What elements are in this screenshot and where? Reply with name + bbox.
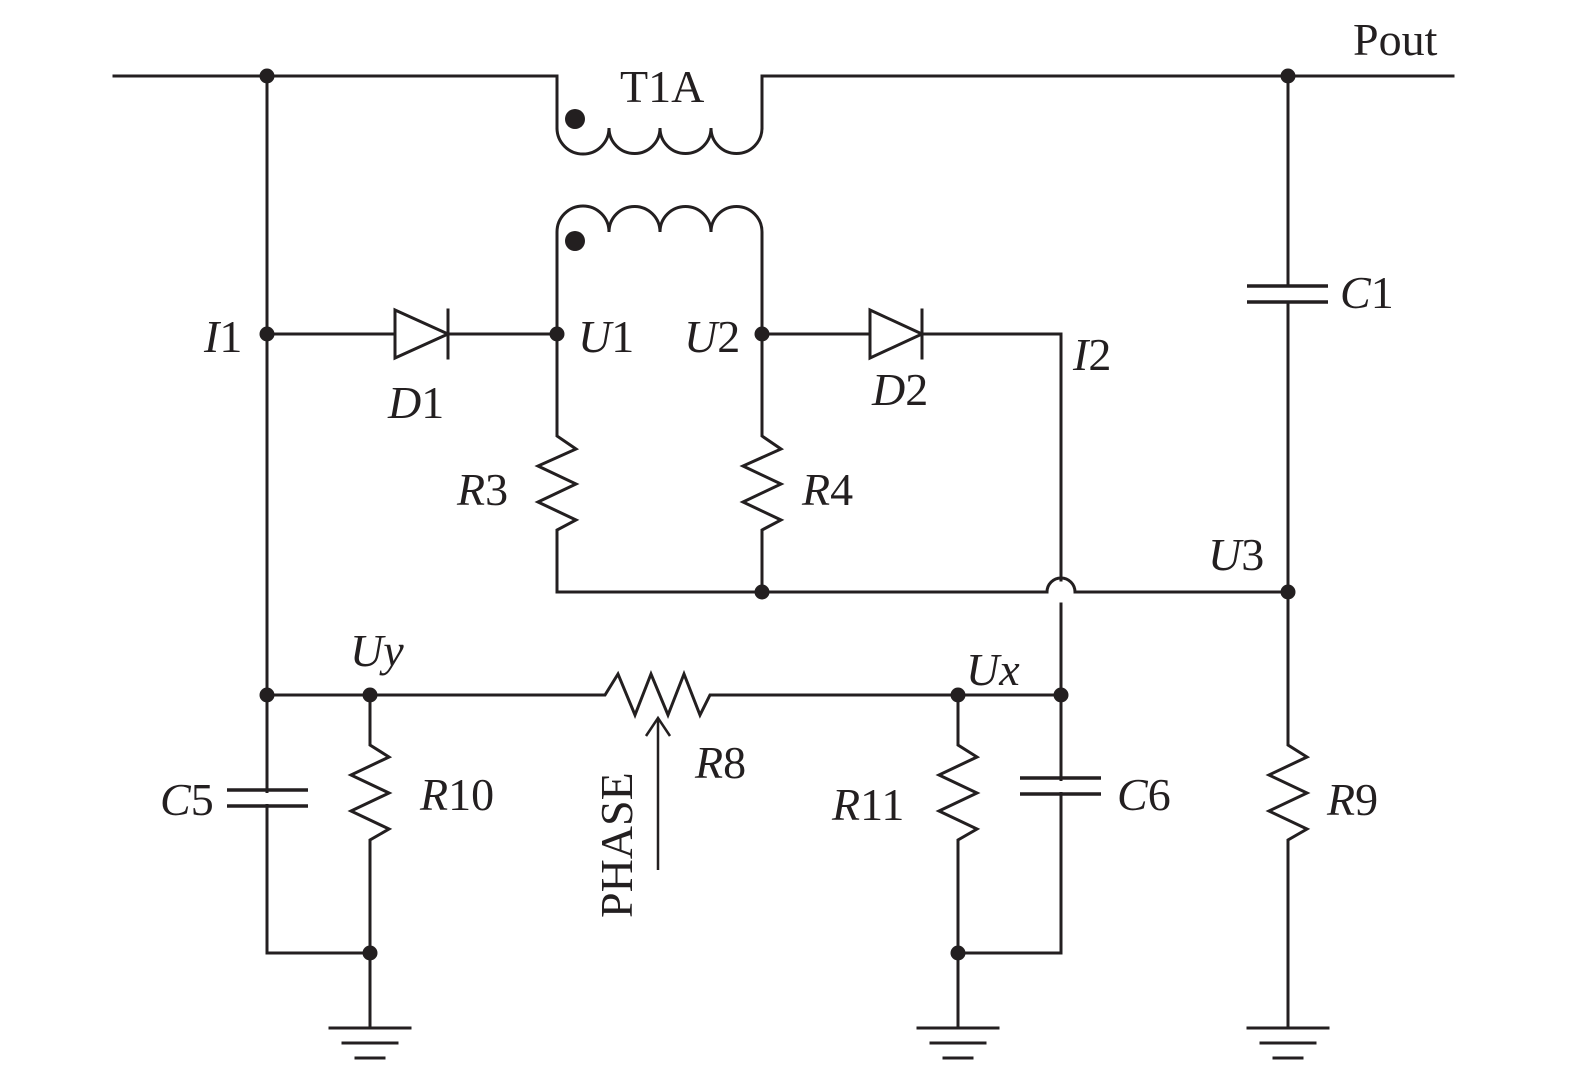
label-r11: R11 xyxy=(831,779,904,830)
label-r3: R3 xyxy=(456,464,508,515)
resistor-r4 xyxy=(739,332,785,594)
resistor-r9 xyxy=(1265,590,1311,1030)
potentiometer-r8 xyxy=(265,669,1063,870)
junction-dot xyxy=(549,326,565,342)
junction-dot xyxy=(1053,687,1069,703)
resistor-r11 xyxy=(935,693,981,1030)
junction-dot xyxy=(362,945,378,961)
left-vertical-wire xyxy=(265,74,372,955)
label-uy: Uy xyxy=(350,625,404,676)
label-i1: I1 xyxy=(203,311,242,362)
transformer-secondary-winding xyxy=(555,204,764,336)
label-pout: Pout xyxy=(1353,14,1438,65)
junction-dot xyxy=(259,326,275,342)
label-r4: R4 xyxy=(801,464,853,515)
ground-symbol-left xyxy=(328,1026,412,1060)
label-u3: U3 xyxy=(1208,529,1264,580)
label-u1: U1 xyxy=(578,311,634,362)
label-phase: PHASE xyxy=(591,772,642,918)
junction-dot xyxy=(259,68,275,84)
ground-symbol-middle xyxy=(916,1026,1000,1060)
label-c5: C5 xyxy=(160,774,214,825)
label-i2: I2 xyxy=(1072,329,1111,380)
label-d1: D1 xyxy=(387,377,444,428)
junction-dot xyxy=(754,584,770,600)
label-d2: D2 xyxy=(871,364,928,415)
diode-d1 xyxy=(265,307,559,361)
primary-polarity-dot xyxy=(565,109,585,129)
label-ux: Ux xyxy=(966,644,1020,695)
label-u2: U2 xyxy=(684,311,740,362)
u3-wire xyxy=(555,576,1290,594)
junction-dot xyxy=(1280,68,1296,84)
label-r9: R9 xyxy=(1326,774,1378,825)
capacitor-c1 xyxy=(1247,74,1328,594)
junction-dot xyxy=(1280,584,1296,600)
ground-symbol-right xyxy=(1246,1026,1330,1060)
capacitor-c6 xyxy=(1020,776,1101,796)
label-c1: C1 xyxy=(1340,267,1394,318)
label-t1a: T1A xyxy=(620,61,704,112)
junction-dot xyxy=(950,945,966,961)
resistor-r3 xyxy=(534,332,580,594)
junction-dot xyxy=(362,687,378,703)
junction-dot xyxy=(259,687,275,703)
junction-dots xyxy=(259,68,1296,961)
label-r10: R10 xyxy=(419,769,494,820)
junction-dot xyxy=(754,326,770,342)
capacitor-c5 xyxy=(227,788,308,808)
label-c6: C6 xyxy=(1117,769,1171,820)
secondary-polarity-dot xyxy=(565,231,585,251)
top-rail xyxy=(112,74,1455,130)
label-r8: R8 xyxy=(694,737,746,788)
diode-d2 xyxy=(760,307,1063,955)
resistor-r10 xyxy=(347,693,393,1030)
transformer-primary-winding xyxy=(555,109,764,156)
junction-dot xyxy=(950,687,966,703)
